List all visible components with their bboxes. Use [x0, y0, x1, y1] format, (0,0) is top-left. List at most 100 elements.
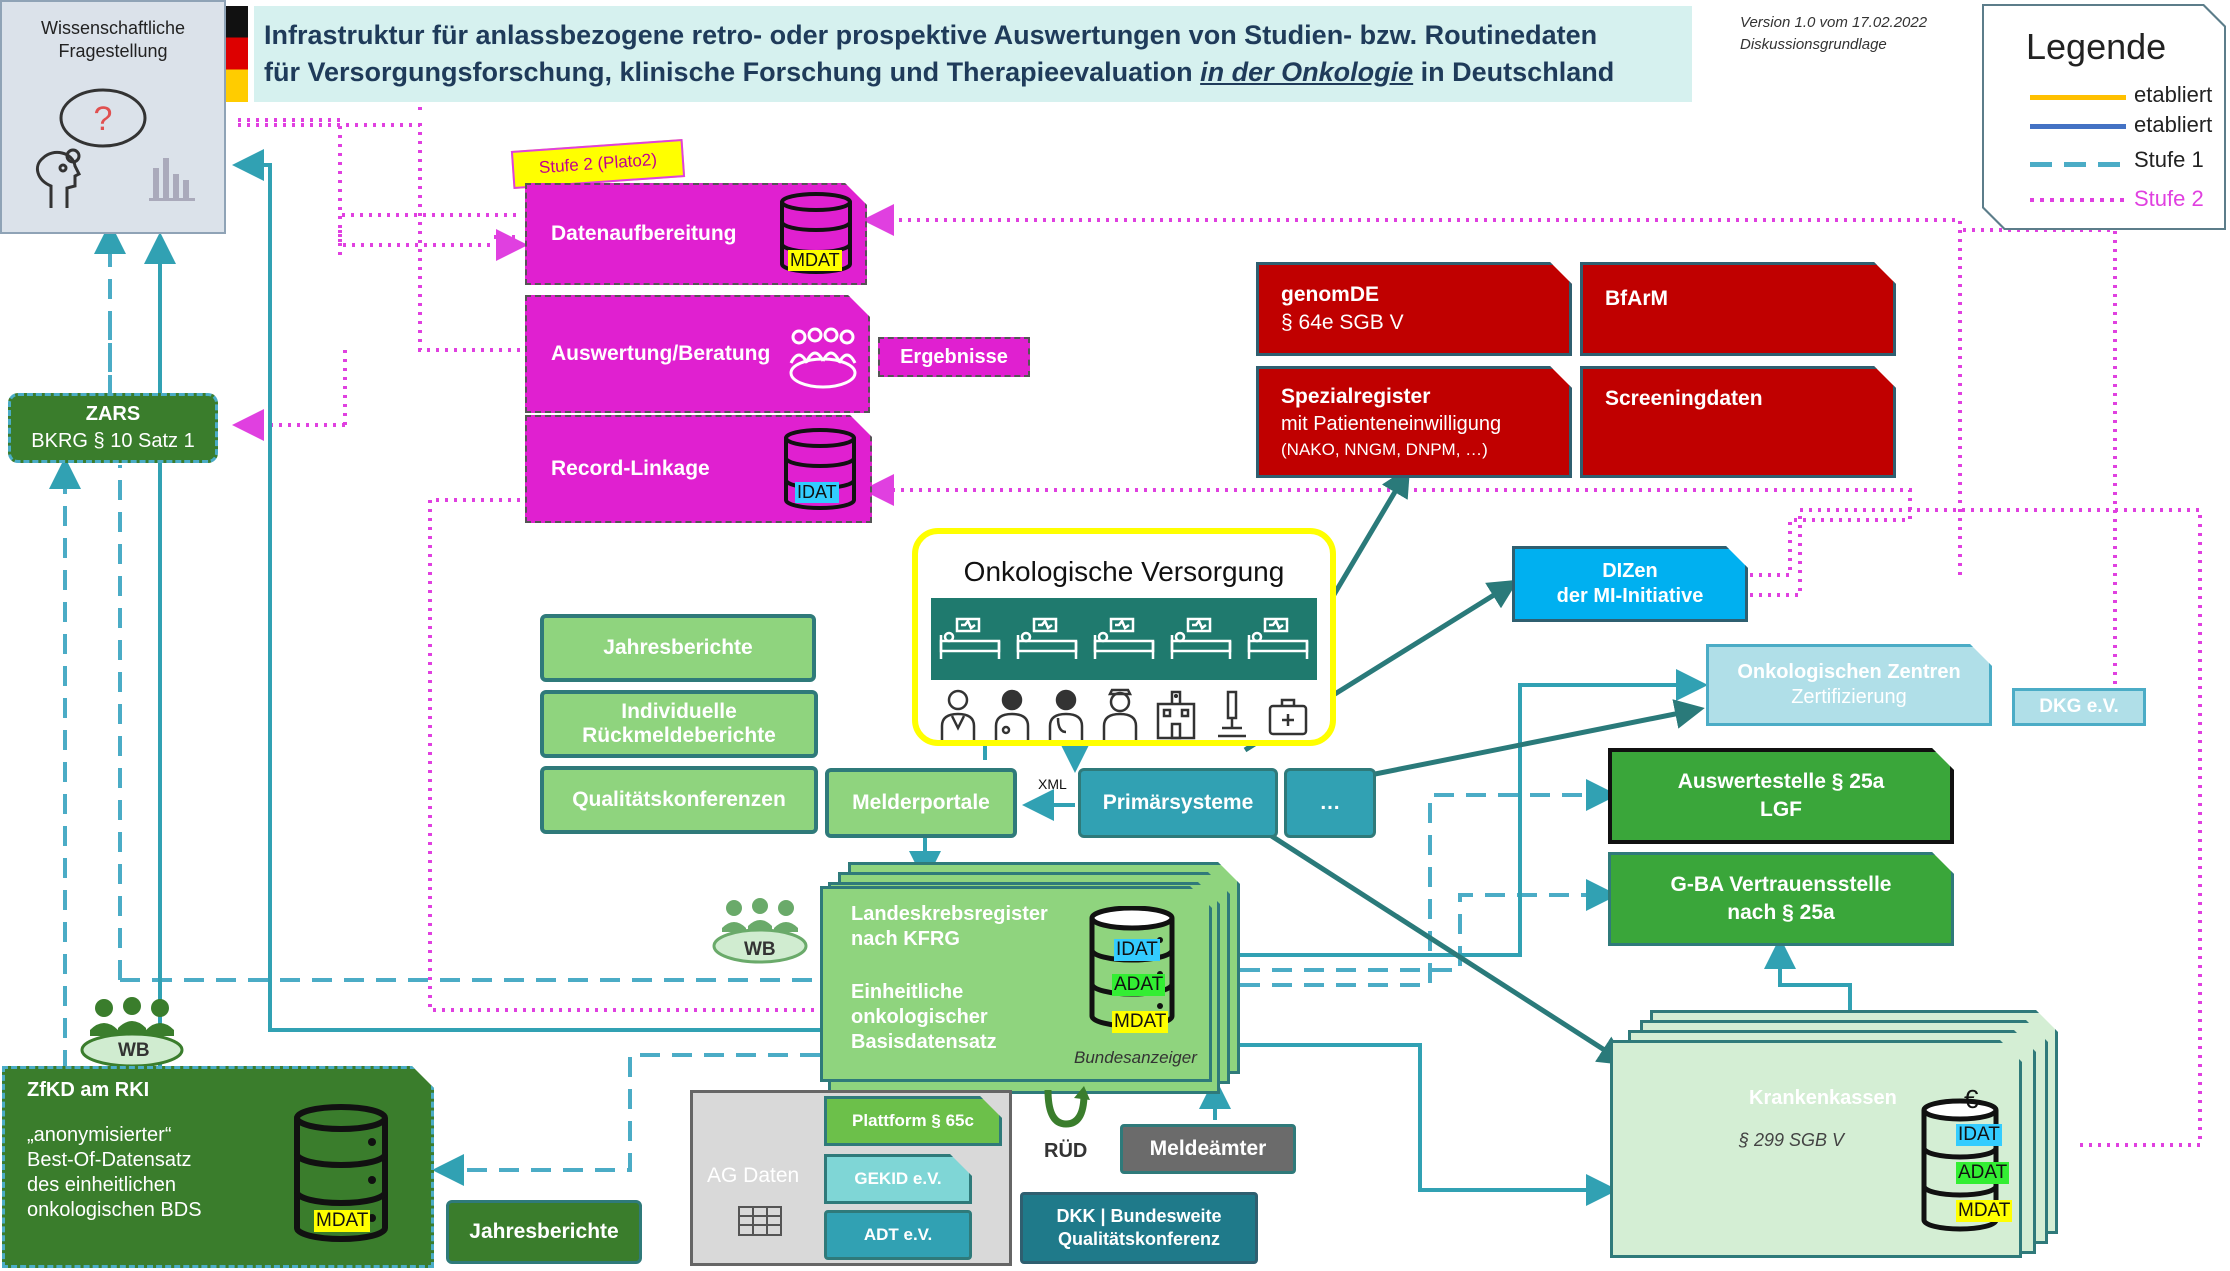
qualitaetskonferenzen-box: Qualitätskonferenzen: [540, 766, 818, 834]
record-linkage-idat: IDAT: [795, 482, 839, 503]
gba-title: G-BA Vertrauensstelle: [1670, 873, 1892, 896]
rued-label: RÜD: [1044, 1140, 1088, 1162]
hospital-beds-panel: [931, 598, 1317, 680]
record-linkage-box: Record-Linkage: [525, 415, 872, 523]
zfkd-line2: Best-Of-Datensatz: [27, 1149, 192, 1171]
thinking-head-icon: ?: [35, 88, 195, 208]
kk-sgb: § 299 SGB V: [1739, 1130, 1845, 1150]
subtitle-text: Diskussionsgrundlage: [1740, 36, 1887, 53]
rueck-line2: Rückmeldeberichte: [582, 724, 776, 747]
lkr-mdat: MDAT: [1112, 1011, 1169, 1033]
spezialregister-title: Spezialregister: [1281, 384, 1431, 408]
meldeaemter-box: Meldeämter: [1120, 1124, 1296, 1174]
gba-box: G-BA Vertrauensstelle nach § 25a: [1608, 852, 1954, 946]
title-line2-part-c: in Deutschland: [1413, 57, 1615, 87]
oz-title: Onkologischen Zentren: [1737, 661, 1961, 683]
dkg-label: DKG e.V.: [2039, 696, 2119, 717]
title-line2: für Versorgungsforschung, klinische Fors…: [264, 57, 1692, 88]
bed-icon: [1170, 617, 1232, 659]
title-line2-part-b: in der Onkologie: [1200, 57, 1414, 87]
lkr-line2: nach KFRG: [851, 928, 960, 950]
wb-label: WB: [744, 939, 776, 960]
dizen-subtitle: der MI-Initiative: [1556, 585, 1704, 607]
bed-icon: [1093, 617, 1155, 659]
qk-label: Qualitätskonferenzen: [572, 788, 786, 811]
title-line1: Infrastruktur für anlassbezogene retro- …: [264, 20, 1598, 50]
question-line2: Fragestellung: [58, 41, 168, 61]
dkk-box: DKK | Bundesweite Qualitätskonferenz: [1020, 1192, 1258, 1264]
table-icon: [738, 1206, 782, 1236]
stufe1-connectors: [49, 222, 1618, 1186]
dizen-box: DIZen der MI-Initiative: [1512, 546, 1748, 622]
lkr-line5: Basisdatensatz: [851, 1031, 997, 1053]
ergebnisse-box: Ergebnisse: [878, 337, 1030, 377]
primaersysteme-box: Primärsysteme: [1078, 768, 1278, 838]
legend-label-2: etabliert: [2134, 112, 2213, 137]
staff-icons-row: [931, 688, 1317, 740]
version-text: Version 1.0 vom 17.02.2022: [1740, 14, 1928, 31]
spezialregister-subtitle: mit Patienteneinwilligung: [1281, 412, 1502, 435]
rueck-line1: Individuelle: [621, 700, 737, 723]
datenaufbereitung-mdat: MDAT: [788, 250, 842, 271]
auswertestelle-title: Auswertestelle § 25a: [1677, 770, 1885, 793]
auswertung-label: Auswertung/Beratung: [551, 342, 771, 365]
lkr-line3: Einheitliche: [851, 981, 964, 1003]
title-line2-part-a: für Versorgungsforschung, klinische Fors…: [264, 57, 1201, 87]
nurse-icon: [1102, 688, 1138, 740]
zars-title: ZARS: [85, 403, 141, 425]
legend: [1982, 4, 2226, 230]
onko-versorgung-box: Onkologische Versorgung: [912, 528, 1336, 746]
jahresberichte-label: Jahresberichte: [603, 636, 753, 659]
genomde-subtitle: § 64e SGB V: [1281, 311, 1404, 334]
record-linkage-label: Record-Linkage: [551, 457, 710, 480]
legend-line-blue: [2030, 124, 2126, 129]
lkr-idat: IDAT: [1114, 939, 1160, 961]
dkg-box: DKG e.V.: [2012, 688, 2146, 726]
hospital-icon: [1156, 690, 1196, 740]
kk-euro-icon: €: [1964, 1084, 1979, 1114]
oz-box: Onkologischen Zentren Zertifizierung: [1706, 644, 1992, 726]
zfkd-wb-icon: [80, 997, 184, 1066]
ag-daten-label: AG Daten: [707, 1164, 800, 1187]
xml-label: XML: [1038, 776, 1067, 792]
ergebnisse-label: Ergebnisse: [900, 345, 1008, 368]
more-systems-label: …: [1319, 791, 1341, 814]
spezialregister-examples: (NAKO, NNGM, DNPM, …): [1281, 439, 1488, 459]
melderportale-box: Melderportale: [825, 768, 1017, 838]
lkr-line1: Landeskrebsregister: [851, 903, 1048, 925]
legend-line-teal-dashed: [2030, 162, 2126, 167]
bfarm-label: BfArM: [1605, 287, 1668, 310]
genomde-box: genomDE § 64e SGB V: [1256, 262, 1572, 356]
database-icon: [1921, 1098, 1999, 1232]
legend-line-yellow: [2030, 95, 2126, 100]
question-box: Wissenschaftliche Fragestellung ?: [0, 0, 226, 234]
kk-db: [1920, 1098, 2000, 1239]
zfkd-mdat: MDAT: [314, 1210, 371, 1232]
rueckmeldeberichte-box: Individuelle Rückmeldeberichte: [540, 690, 818, 758]
auswertestelle-box: Auswertestelle § 25a LGF: [1608, 748, 1954, 844]
database-icon: [294, 1104, 388, 1242]
plattform-box: Plattform § 65c: [824, 1096, 1002, 1146]
dkk-line2: Qualitätskonferenz: [1057, 1229, 1221, 1249]
wb-group-icon: [712, 898, 808, 964]
lkr-adat: ADAT: [1112, 974, 1166, 996]
spezialregister-box: Spezialregister mit Patienteneinwilligun…: [1256, 366, 1572, 478]
jahresberichte-bottom-box: Jahresberichte: [446, 1200, 642, 1264]
dizen-title: DIZen: [1602, 560, 1658, 582]
primaersysteme-label: Primärsysteme: [1102, 791, 1254, 814]
meldeaemter-label: Meldeämter: [1149, 1137, 1267, 1160]
oz-subtitle: Zertifizierung: [1791, 686, 1907, 708]
zfkd-line1: „anonymisierter“: [27, 1124, 172, 1146]
flag: [226, 6, 248, 102]
question-line1: Wissenschaftliche: [40, 18, 186, 38]
doctor-icon: [1048, 689, 1084, 740]
rued-cycle-icon: [1044, 1086, 1090, 1128]
bed-icon: [1016, 617, 1078, 659]
legend-label-1: etabliert: [2134, 82, 2213, 107]
doctor-icon: [994, 689, 1030, 740]
jahresberichte-bottom-label: Jahresberichte: [469, 1220, 619, 1243]
gekid-box: GEKID e.V.: [824, 1154, 972, 1204]
plattform-label: Plattform § 65c: [852, 1111, 974, 1130]
dkk-line1: DKK | Bundesweite: [1056, 1206, 1222, 1226]
lkr-bundesanzeiger: Bundesanzeiger: [1074, 1048, 1197, 1067]
